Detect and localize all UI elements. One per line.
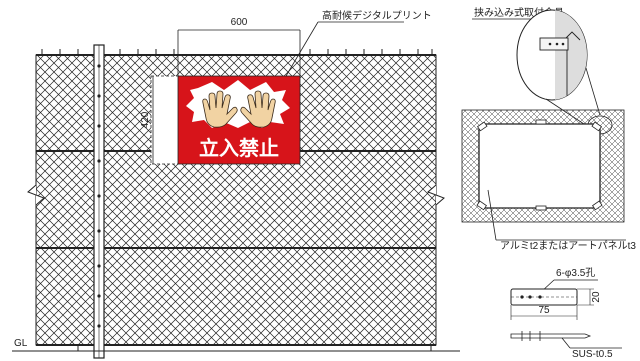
width-label: 600 <box>231 17 248 28</box>
plate-leader <box>561 337 571 349</box>
sign-text: 立入禁止 <box>199 136 279 160</box>
top-wire-ticks <box>41 49 433 55</box>
holes-label: 6-φ3.5孔 <box>556 267 595 279</box>
ground-label: GL <box>14 338 28 349</box>
plate-side-view <box>510 331 592 341</box>
raised-hands-icon <box>202 90 276 128</box>
sign-area: 立入禁止 <box>150 75 301 165</box>
clamp-detail-circle <box>516 9 588 101</box>
plate-top-view <box>510 288 594 306</box>
post-bolts <box>97 64 101 328</box>
plate-width-label: 75 <box>538 305 550 316</box>
panel-leader <box>487 189 497 241</box>
plate-width-dimension <box>510 305 578 320</box>
print-leader <box>285 21 319 77</box>
plate-label: SUS-t0.5 <box>572 349 613 360</box>
break-left <box>27 184 45 206</box>
break-right <box>427 184 445 206</box>
panel-detail <box>461 109 625 223</box>
panel-clips <box>476 119 603 211</box>
plate-height-label: 20 <box>591 291 602 303</box>
panel-label: アルミt2またはアートパネルt3 <box>500 240 636 252</box>
height-label: 420 <box>140 111 151 128</box>
panel-board <box>478 123 601 209</box>
print-label: 高耐候デジタルプリント <box>322 9 432 22</box>
